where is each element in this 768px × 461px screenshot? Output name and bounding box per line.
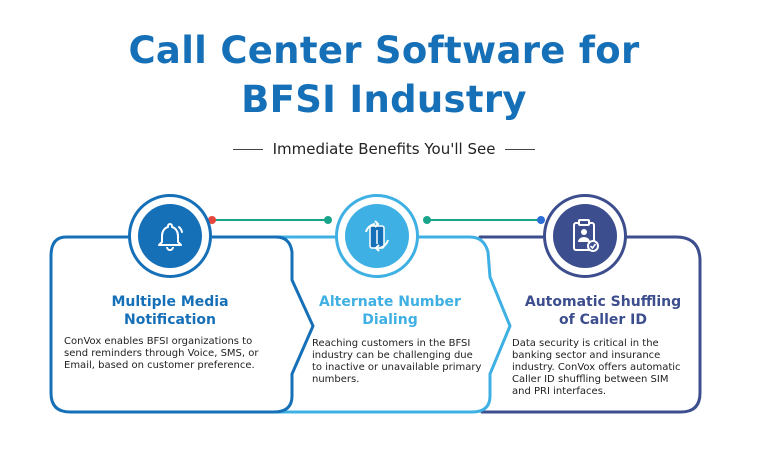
card-3-badge bbox=[543, 194, 627, 278]
card-1-frame bbox=[49, 235, 315, 414]
card-2-title-line-2: Dialing bbox=[362, 312, 418, 328]
subtitle-row: Immediate Benefits You'll See bbox=[0, 140, 768, 158]
bell-icon bbox=[158, 223, 183, 251]
connector-2-start-dot bbox=[423, 216, 431, 224]
card-3-title: Automatic Shuffling of Caller ID bbox=[508, 293, 698, 329]
card-2-title: Alternate Number Dialing bbox=[300, 293, 480, 329]
card-3-body: Data security is critical in the banking… bbox=[512, 338, 681, 397]
card-1-badge bbox=[128, 194, 212, 278]
card-2-frame bbox=[266, 235, 512, 414]
id-clipboard-icon bbox=[573, 219, 599, 252]
connector-1-start-dot bbox=[208, 216, 216, 224]
subtitle-left-rule bbox=[232, 148, 263, 150]
phone-switch-icon bbox=[365, 220, 389, 252]
card-2-badge bbox=[335, 194, 419, 278]
title-line-1: Call Center Software for bbox=[128, 29, 640, 72]
card-2-body: Reaching customers in the BFSI industry … bbox=[312, 338, 482, 385]
title-line-2: BFSI Industry bbox=[241, 78, 527, 121]
subtitle: Immediate Benefits You'll See bbox=[272, 140, 496, 158]
card-3-title-line-2: of Caller ID bbox=[558, 312, 647, 328]
card-3-title-line-1: Automatic Shuffling bbox=[524, 294, 682, 310]
card-1-title: Multiple Media Notification bbox=[60, 293, 280, 329]
card-2-title-line-1: Alternate Number bbox=[319, 294, 461, 310]
card-3-frame bbox=[478, 235, 702, 414]
connector-1-end-dot bbox=[324, 216, 332, 224]
card-1-title-line-1: Multiple Media bbox=[111, 294, 229, 310]
subtitle-right-rule bbox=[505, 148, 536, 150]
card-1-body: ConVox enables BFSI organizations to sen… bbox=[64, 336, 259, 371]
connector-2-end-dot bbox=[537, 216, 545, 224]
card-1-title-line-2: Notification bbox=[123, 312, 217, 328]
page-title: Call Center Software for BFSI Industry bbox=[0, 26, 768, 124]
